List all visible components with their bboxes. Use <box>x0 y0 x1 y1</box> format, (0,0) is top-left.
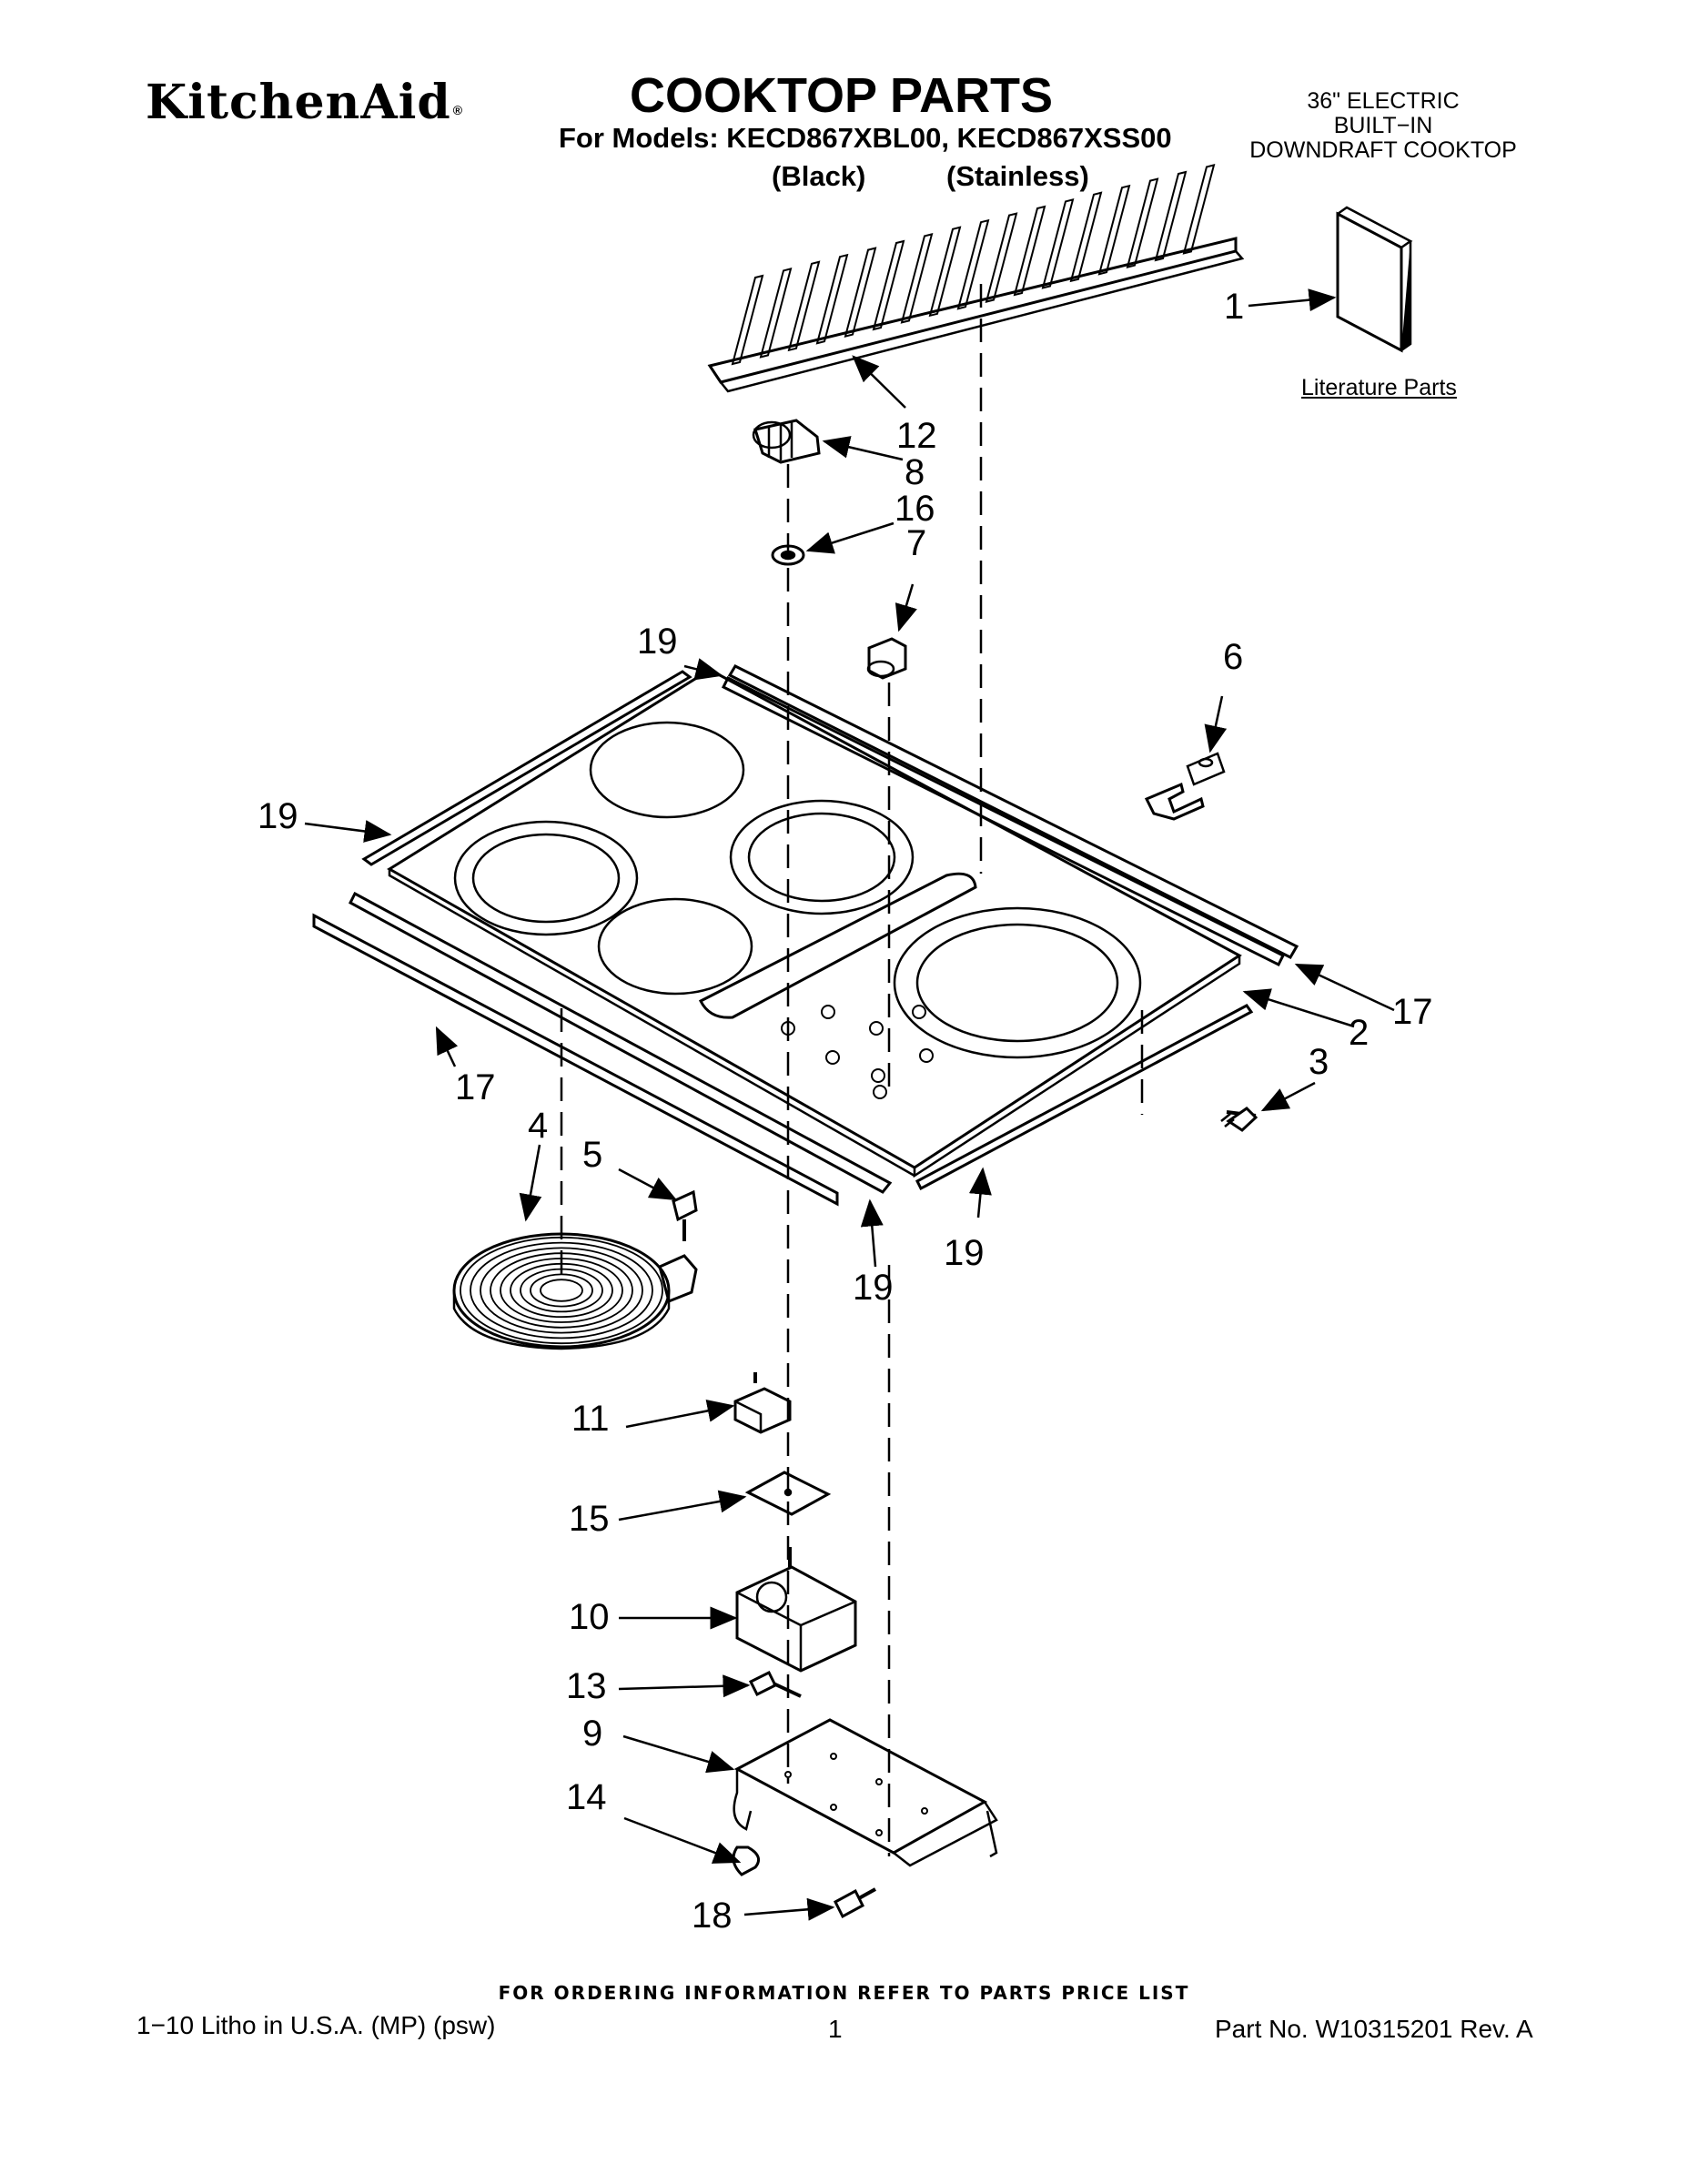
screw-3 <box>1220 1107 1258 1132</box>
coil-ring <box>480 1247 643 1334</box>
part-number: Part No. W10315201 Rev. A <box>1215 2015 1533 2043</box>
print-info: 1−10 Litho in U.S.A. (MP) (psw) <box>136 2011 496 2039</box>
callout-14: 14 <box>566 1777 607 1817</box>
glass-cooktop <box>387 668 1242 1178</box>
callout-16: 16 <box>895 489 935 529</box>
literature-parts-label: Literature Parts <box>1301 375 1457 400</box>
control-knob-large <box>752 419 821 464</box>
callout-7: 7 <box>906 523 926 563</box>
mounting-bracket <box>1144 752 1226 821</box>
leader-lines <box>304 288 1395 1921</box>
grille-slot <box>844 247 877 338</box>
coil-ring <box>520 1268 603 1313</box>
grille-slot <box>1013 205 1046 297</box>
grille-slot <box>759 268 793 359</box>
brand-logo: KitchenAid® <box>146 75 463 130</box>
grille-slot <box>1097 184 1131 276</box>
grille-slot <box>872 239 905 331</box>
registered-mark: ® <box>452 103 464 117</box>
callout-6: 6 <box>1223 637 1243 677</box>
ordering-note: FOR ORDERING INFORMATION REFER TO PARTS … <box>498 1982 1190 2004</box>
grille-slot <box>787 260 821 352</box>
coil-ring <box>540 1279 583 1302</box>
callout-17-right: 17 <box>1392 992 1433 1032</box>
grille-slot <box>815 253 849 345</box>
screw-13 <box>748 1670 802 1698</box>
callout-9: 9 <box>582 1714 602 1754</box>
product-line-1: 36" ELECTRIC <box>1307 88 1460 114</box>
callout-18: 18 <box>692 1896 733 1936</box>
grille-slot <box>985 212 1018 303</box>
grille-slot <box>1182 164 1216 255</box>
callout-19-top: 19 <box>637 622 678 662</box>
alignment-lines <box>560 284 1144 1856</box>
callout-2: 2 <box>1349 1013 1369 1053</box>
infinite-switch <box>735 1547 857 1673</box>
callout-19-left: 19 <box>258 796 298 836</box>
callout-11: 11 <box>571 1399 610 1439</box>
vent-grille <box>707 164 1245 393</box>
control-switch <box>733 1372 792 1434</box>
grille-slot <box>1154 170 1188 262</box>
screw-5 <box>672 1189 698 1241</box>
callout-12: 12 <box>896 416 937 456</box>
radiant-heating-element <box>452 1232 698 1350</box>
callout-5: 5 <box>582 1135 602 1175</box>
callout-10: 10 <box>569 1597 610 1637</box>
grille-slot <box>1041 198 1075 289</box>
trim-strips <box>312 664 1299 1207</box>
callout-1: 1 <box>1224 287 1244 327</box>
brand-name: KitchenAid <box>146 75 451 130</box>
control-knob-small <box>866 637 907 680</box>
product-line-3: DOWNDRAFT COOKTOP <box>1249 137 1517 163</box>
callout-4: 4 <box>528 1106 548 1146</box>
callout-19-bottom: 19 <box>853 1268 894 1308</box>
callout-17-left: 17 <box>455 1067 496 1107</box>
screw-18 <box>834 1887 876 1919</box>
callout-labels: 1 12 8 16 7 19 6 19 17 2 3 17 4 5 19 19 … <box>258 287 1433 1936</box>
product-line-2: BUILT−IN <box>1333 113 1433 138</box>
page-number: 1 <box>828 2015 843 2043</box>
page-title: COOKTOP PARTS <box>630 68 1054 123</box>
callout-8: 8 <box>905 452 925 492</box>
switch-bracket <box>733 1718 998 1867</box>
grille-slot <box>731 274 764 366</box>
finish-black: (Black) <box>772 160 866 192</box>
grille-slot <box>900 233 934 324</box>
callout-15: 15 <box>569 1499 610 1539</box>
product-description: 36" ELECTRIC BUILT−IN DOWNDRAFT COOKTOP <box>1238 89 1529 163</box>
coil-ring <box>470 1241 653 1340</box>
literature-part <box>1336 206 1413 353</box>
grille-slot <box>1126 177 1159 268</box>
callout-3: 3 <box>1309 1042 1329 1082</box>
finish-stainless: (Stainless) <box>946 160 1089 192</box>
callout-13: 13 <box>566 1666 607 1706</box>
callout-19-right: 19 <box>944 1233 985 1273</box>
models-line: For Models: KECD867XBL00, KECD867XSS00 <box>559 122 1172 154</box>
coil-ring <box>530 1273 593 1308</box>
grille-slot <box>1069 191 1103 283</box>
grille-slot <box>956 218 990 310</box>
grille-slot <box>928 226 962 318</box>
